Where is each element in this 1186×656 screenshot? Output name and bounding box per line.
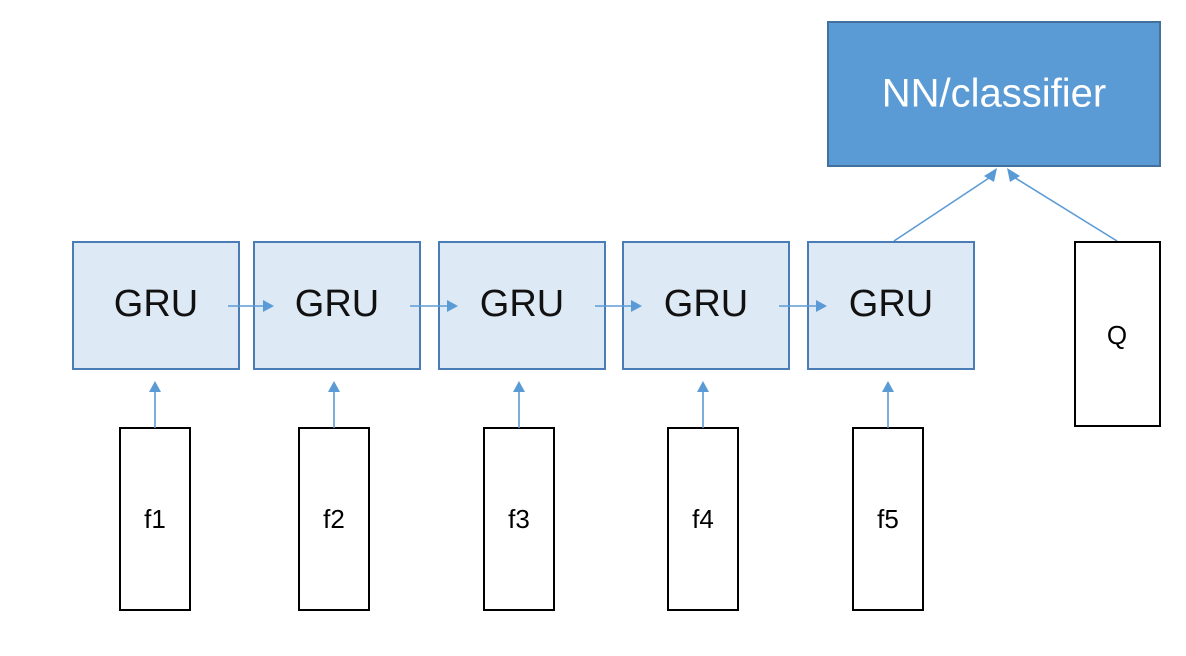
feature-box-f1: f1 <box>119 427 191 611</box>
feature-box-f5: f5 <box>852 427 924 611</box>
recurrent-arrow-3-4 <box>595 300 642 312</box>
feature-label: f3 <box>508 504 530 534</box>
feature-label: f2 <box>323 504 345 534</box>
input-arrow-f5 <box>882 381 894 428</box>
feature-label: f5 <box>877 504 899 534</box>
recurrent-arrow-2-3 <box>410 300 458 312</box>
recurrent-arrow-4-5 <box>779 300 827 312</box>
gru-cell-label: GRU <box>849 283 933 325</box>
classifier-box: NN/classifier <box>827 21 1161 167</box>
input-arrow-f3 <box>513 381 525 428</box>
question-box: Q <box>1074 241 1161 427</box>
classifier-label: NN/classifier <box>882 72 1106 116</box>
gru5-to-classifier-arrowhead <box>984 168 997 182</box>
gru-cell-2: GRU <box>253 241 421 370</box>
gru-cell-label: GRU <box>664 283 748 325</box>
recurrent-arrow-1-2 <box>228 300 274 312</box>
gru-cell-1: GRU <box>72 241 240 370</box>
gru-cell-label: GRU <box>295 283 379 325</box>
question-to-classifier-arrowhead <box>1007 168 1020 182</box>
gru5-to-classifier-connector <box>893 175 993 242</box>
gru-cell-label: GRU <box>114 283 198 325</box>
feature-label: f4 <box>692 504 714 534</box>
input-arrow-f2 <box>328 381 340 428</box>
gru-cell-label: GRU <box>480 283 564 325</box>
feature-box-f3: f3 <box>483 427 555 611</box>
question-to-classifier-connector <box>1011 175 1118 242</box>
feature-box-f4: f4 <box>667 427 739 611</box>
gru-cell-5: GRU <box>807 241 975 370</box>
question-label: Q <box>1107 320 1127 350</box>
feature-label: f1 <box>144 504 166 534</box>
input-arrow-f4 <box>697 381 709 428</box>
input-arrow-f1 <box>149 381 161 428</box>
feature-box-f2: f2 <box>298 427 370 611</box>
gru-cell-3: GRU <box>438 241 606 370</box>
gru-cell-4: GRU <box>622 241 790 370</box>
